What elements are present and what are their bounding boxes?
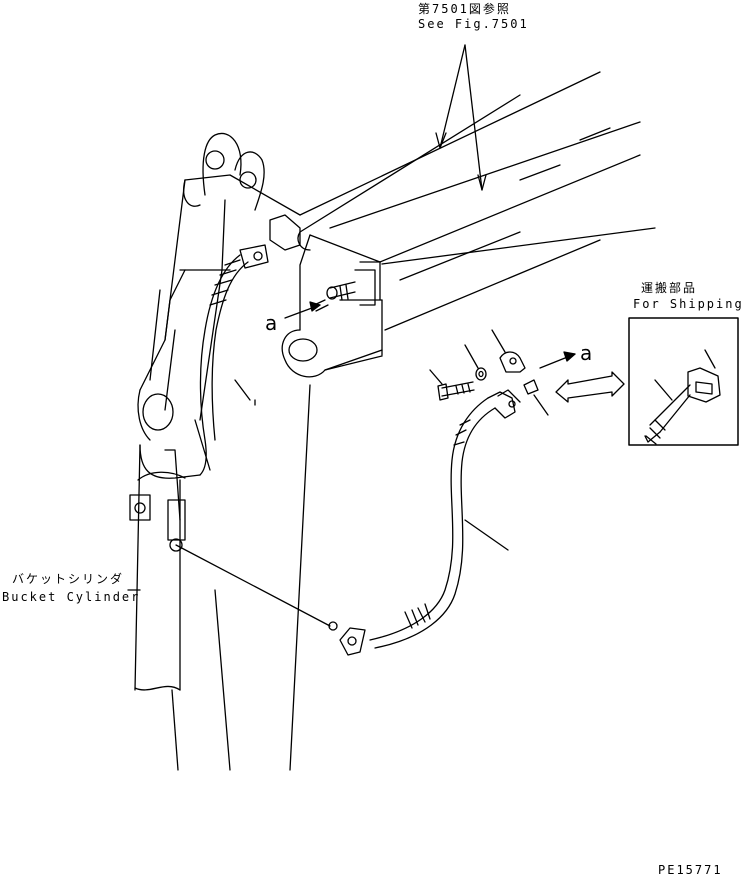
bolt-part [429,369,475,401]
pin-fitting [311,281,356,312]
shipping-box [628,317,739,446]
bucket-cylinder-label-en: Bucket Cylinder [2,590,141,604]
arrow-a-left [284,301,321,319]
bucket-cylinder [129,389,231,771]
installed-hose [199,244,269,476]
washer-part [464,344,487,381]
boom-arm [297,71,656,356]
o-rings [175,379,549,631]
ref-a-right: a [580,341,593,365]
arrow-a-right [539,351,576,369]
ref-a-left: a [265,311,278,335]
clamp-part [491,329,526,373]
shipping-label-jp: 運搬部品 [641,281,698,295]
bucket-cylinder-label-jp: バケットシリンダ [12,572,125,586]
double-arrow [555,371,625,403]
fig-7501-leaders [435,44,487,191]
upper-arm-structure [139,132,301,421]
hose-assembly [339,389,521,656]
arm-pin-boss [281,234,383,378]
bottom-lines [254,384,311,771]
see-fig-label-en: See Fig.7501 [418,17,529,31]
shipping-label-en: For Shipping [633,297,744,311]
see-fig-label-jp: 第7501図参照 [418,2,511,16]
drawing-code: PE15771 [658,863,723,877]
